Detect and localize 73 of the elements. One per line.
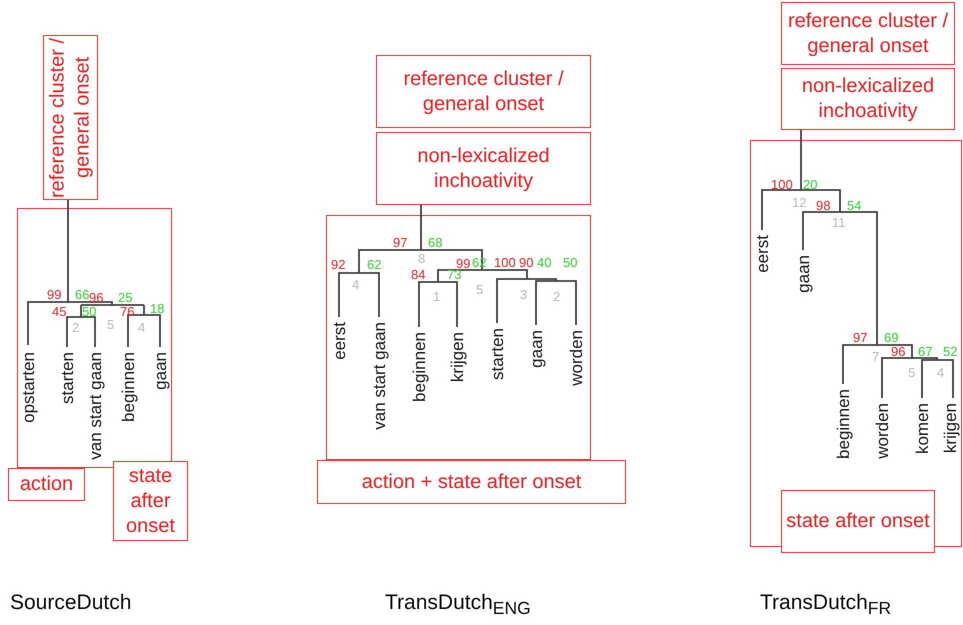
cluster-frame — [17, 208, 172, 468]
panel-caption: TransDutch$_{ENG}$ — [385, 592, 531, 618]
bootstrap-value: 18 — [150, 302, 164, 315]
leaf-label: eerst — [754, 235, 770, 273]
bootstrap-value: 67 — [918, 345, 932, 358]
cluster-frame — [326, 215, 591, 460]
bootstrap-value: 62 — [367, 258, 382, 271]
cluster-number: 11 — [832, 216, 846, 229]
bootstrap-value: 90 — [519, 256, 534, 269]
cluster-number: 2 — [72, 321, 80, 334]
cluster-number: 12 — [792, 196, 806, 209]
leaf-label: van start gaan — [370, 322, 388, 430]
bootstrap-value: 100 — [771, 178, 793, 191]
leaf-label: opstarten — [20, 352, 36, 423]
bootstrap-value: 99 — [47, 288, 62, 301]
leaf-label: krijgen — [942, 403, 958, 454]
bootstrap-value: 69 — [884, 331, 898, 344]
bootstrap-value: 45 — [52, 305, 66, 318]
label-box: non-lexicalized inchoativity — [376, 132, 591, 205]
panel-caption: TransDutch$_{FR}$ — [760, 592, 892, 618]
leaf-label: worden — [568, 330, 584, 386]
label-box: reference cluster / general onset — [376, 55, 591, 128]
leaf-label: worden — [874, 403, 890, 459]
leaf-label: beginnen — [834, 389, 852, 459]
label-box: non-lexicalized inchoativity — [781, 68, 955, 130]
bootstrap-value: 40 — [537, 256, 552, 269]
label-box: action + state after onset — [317, 460, 626, 504]
bootstrap-value: 50 — [82, 305, 96, 318]
bootstrap-value: 25 — [118, 291, 132, 304]
bootstrap-value: 100 — [494, 256, 516, 269]
bootstrap-value: 96 — [891, 345, 906, 358]
label-box: state after onset — [113, 461, 188, 541]
bootstrap-value: 20 — [803, 178, 818, 191]
bootstrap-value: 97 — [853, 331, 868, 344]
leaf-label: gaan — [528, 330, 544, 368]
leaf-label: beginnen — [410, 332, 428, 402]
cluster-number: 7 — [872, 350, 880, 363]
cluster-number: 2 — [553, 290, 560, 303]
cluster-number: 5 — [107, 318, 114, 331]
leaf-label: gaan — [152, 352, 168, 390]
bootstrap-value: 52 — [943, 345, 958, 358]
leaf-label: krijgen — [448, 332, 466, 382]
bootstrap-value: 73 — [447, 268, 462, 281]
panel-caption: SourceDutch — [10, 592, 132, 613]
leaf-label: gaan — [794, 255, 812, 293]
leaf-label: beginnen — [120, 352, 136, 422]
label-box: action — [8, 468, 85, 501]
label-box: reference cluster / general onset — [43, 35, 98, 200]
bootstrap-value: 50 — [563, 256, 578, 269]
leaf-label: starten — [488, 328, 506, 380]
cluster-number: 5 — [476, 283, 484, 296]
bootstrap-value: 84 — [411, 268, 426, 281]
leaf-label: van start gaan — [86, 352, 104, 460]
cluster-number: 4 — [937, 366, 944, 379]
bootstrap-value: 68 — [428, 236, 442, 249]
bootstrap-value: 76 — [120, 305, 134, 318]
bootstrap-value: 92 — [331, 258, 346, 271]
leaf-label: eerst — [330, 322, 348, 360]
label-box: state after onset — [781, 490, 935, 553]
leaf-label: komen — [914, 403, 930, 454]
bootstrap-value: 99 — [456, 257, 470, 270]
bootstrap-value: 66 — [75, 288, 90, 301]
label-box: reference cluster / general onset — [781, 2, 955, 65]
cluster-number: 8 — [418, 252, 426, 265]
cluster-number: 1 — [433, 290, 440, 303]
leaf-label: starten — [58, 352, 76, 404]
cluster-number: 4 — [138, 321, 146, 334]
cluster-number: 3 — [520, 288, 528, 301]
bootstrap-value: 98 — [816, 199, 830, 212]
cluster-number: 4 — [352, 278, 360, 291]
bootstrap-value: 97 — [393, 236, 408, 249]
cluster-number: 5 — [908, 366, 916, 379]
bootstrap-value: 54 — [847, 199, 862, 212]
